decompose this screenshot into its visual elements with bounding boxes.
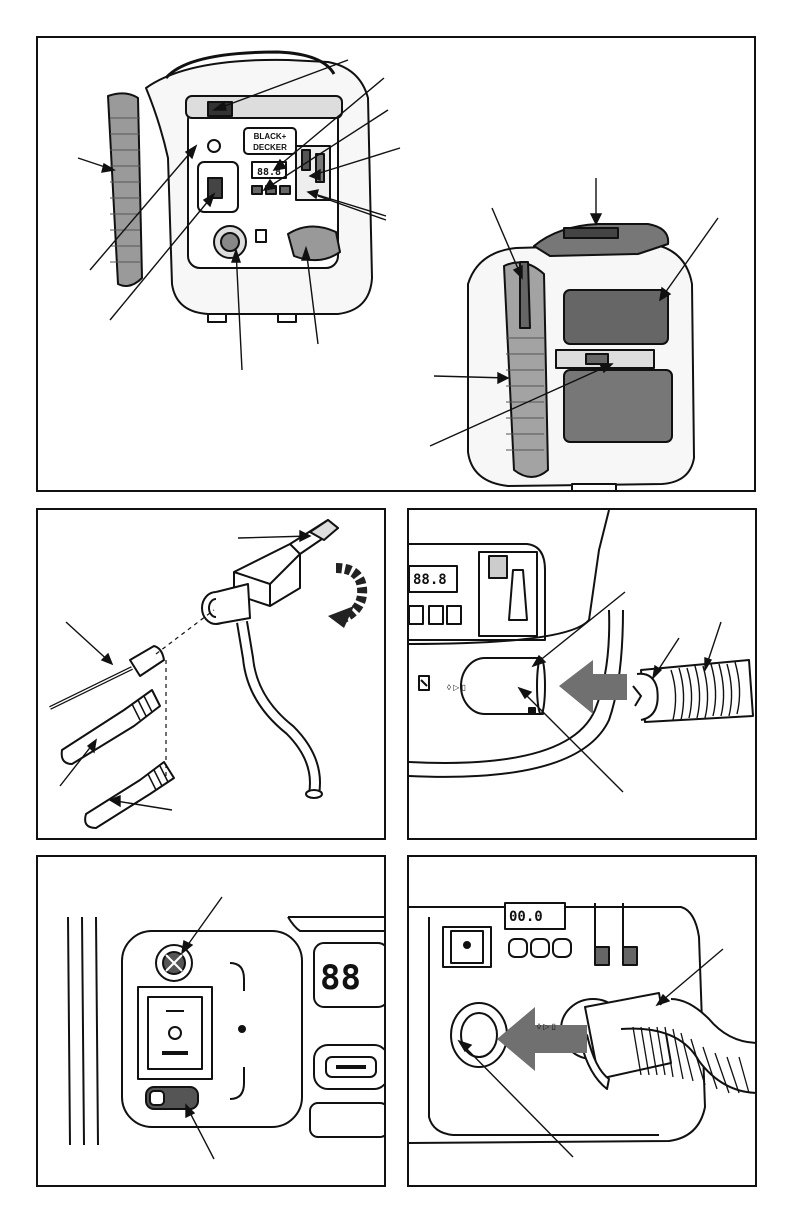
rear-lower-cover xyxy=(564,370,672,442)
port-arrow-symbols-e: ◊ ▷ ▯ xyxy=(537,1022,556,1031)
figure-d-illustration: 88 xyxy=(38,857,386,1187)
figure-a-illustration: BLACK+ DECKER 88.8 xyxy=(38,38,756,492)
tapered-nozzle-1 xyxy=(62,690,160,764)
figure-e-panel: ◊ ▷ ▯ 00.0 xyxy=(407,855,757,1187)
arrow-icon xyxy=(559,660,627,714)
rear-upper-cover xyxy=(564,290,668,344)
unit-rear-view xyxy=(468,224,694,492)
connector-hose xyxy=(242,622,315,794)
display-readout-e: 00.0 xyxy=(509,909,543,925)
figure-a-panel: BLACK+ DECKER 88.8 xyxy=(36,36,756,492)
figure-d-panel: 88 xyxy=(36,855,386,1187)
dial-icon xyxy=(208,140,220,152)
figure-c-illustration: ◊ ▷ ▯ 88.8 xyxy=(409,510,757,840)
logo-line-1: BLACK+ xyxy=(254,132,287,141)
port-adapter xyxy=(485,658,543,714)
unit-hose-wrap-left xyxy=(108,93,142,286)
figure-c-panel: ◊ ▷ ▯ 88.8 xyxy=(407,508,757,840)
power-switch xyxy=(208,178,222,198)
port-arrow-symbols: ◊ ▷ ▯ xyxy=(447,683,466,692)
figure-b-illustration xyxy=(38,510,386,840)
figure-e-illustration: ◊ ▷ ▯ 00.0 xyxy=(409,857,757,1187)
inflate-port-hose xyxy=(288,226,340,260)
display-readout-d: 88 xyxy=(320,958,361,998)
tapered-nozzle-2 xyxy=(85,762,174,828)
figure-b-panel xyxy=(36,508,386,840)
display-readout-c: 88.8 xyxy=(413,572,447,588)
logo-line-2: DECKER xyxy=(253,143,287,152)
